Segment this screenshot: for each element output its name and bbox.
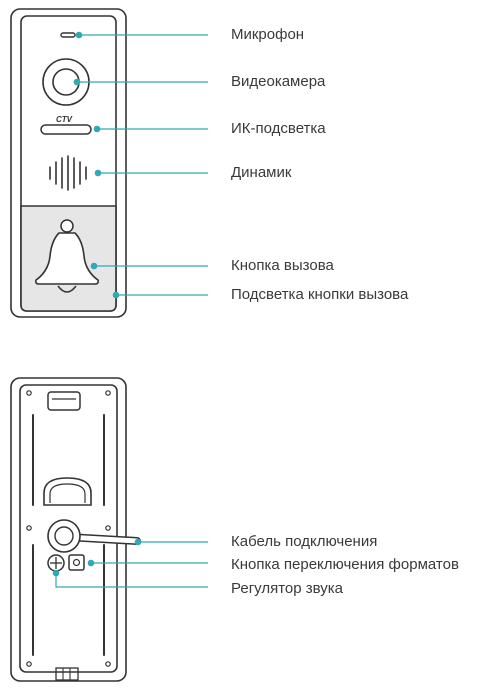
mounting-holes xyxy=(26,390,111,667)
label-call-button-light: Подсветка кнопки вызова xyxy=(231,286,409,303)
bell-icon xyxy=(35,232,99,285)
back-outer-body xyxy=(10,377,127,682)
bell-top-knob xyxy=(60,219,74,233)
label-ir-light: ИК-подсветка xyxy=(231,120,326,137)
cable-grommet-inner xyxy=(54,526,74,546)
leader-dot-format xyxy=(87,559,95,567)
brand-logo: CTV xyxy=(56,115,73,124)
bell-clapper xyxy=(57,285,77,293)
cable-hood xyxy=(43,477,92,506)
format-switch-icon xyxy=(68,554,85,571)
top-latch xyxy=(47,391,81,411)
label-format-switch: Кнопка переключения форматов xyxy=(231,556,459,573)
front-outer-body xyxy=(10,8,127,318)
speaker-grille xyxy=(49,155,87,191)
leader-lines xyxy=(52,31,208,588)
leader-dot-cable xyxy=(134,538,142,546)
label-cable: Кабель подключения xyxy=(231,533,378,550)
back-panel xyxy=(10,377,127,682)
label-microphone: Микрофон xyxy=(231,26,305,43)
cable-hood-inner xyxy=(49,483,86,503)
leader-dot-speaker xyxy=(94,169,102,177)
leader-dot-camera xyxy=(73,78,81,86)
ir-light-strip xyxy=(40,124,92,135)
label-volume: Регулятор звука xyxy=(231,580,344,597)
bottom-connector xyxy=(55,667,79,681)
microphone-slot xyxy=(60,32,76,38)
leader-dot-volume xyxy=(52,569,60,577)
volume-knob-icon xyxy=(47,554,65,572)
label-camera: Видеокамера xyxy=(231,73,326,90)
label-call-button: Кнопка вызова xyxy=(231,257,334,274)
leader-dot-button-light xyxy=(112,291,120,299)
leader-dot-call-button xyxy=(90,262,98,270)
leader-dot-ir xyxy=(93,125,101,133)
label-speaker: Динамик xyxy=(231,164,292,181)
leader-dot-microphone xyxy=(75,31,83,39)
back-inner-plate xyxy=(19,384,118,673)
